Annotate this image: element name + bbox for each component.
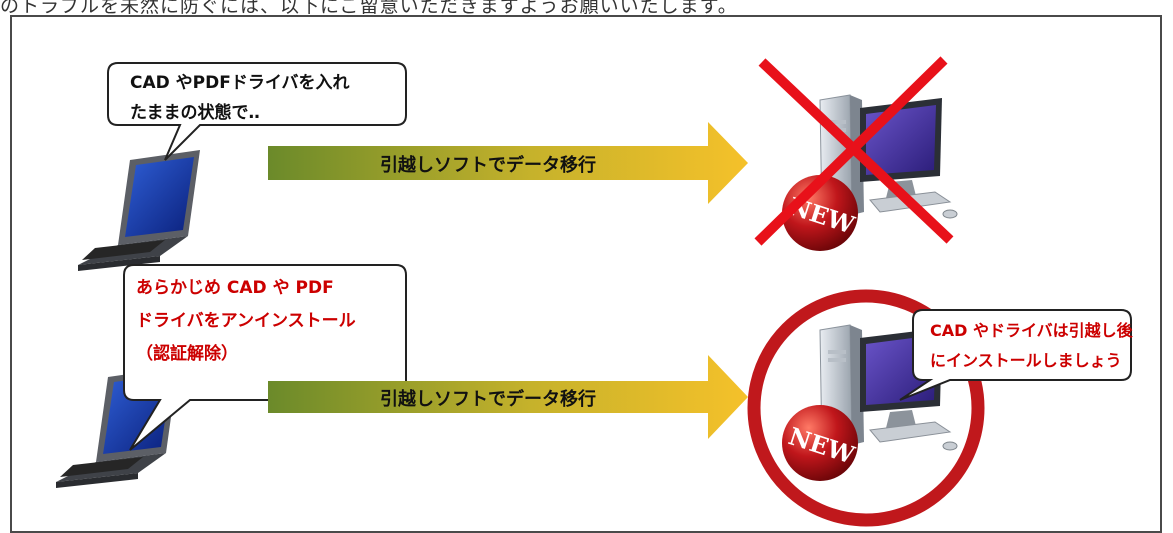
speech-bubble (123, 264, 407, 451)
bubble-line: にインストールしましょう (930, 351, 1122, 370)
laptop-icon (78, 150, 200, 271)
transfer-arrow (268, 355, 748, 439)
bubble-line: たままの状態で‥ (130, 103, 260, 123)
intro-text: のトラブルを未然に防ぐには、以下にご留意いただきますようお願いいたします。 (0, 0, 738, 17)
bubble-line: ドライバをアンインストール (136, 311, 356, 331)
bubble-line: あらかじめ CAD や PDF (136, 278, 334, 298)
bubble-line: CAD やドライバは引越し後 (930, 321, 1133, 340)
ok-circle (747, 289, 985, 527)
speech-bubble (899, 309, 1132, 401)
speech-bubble (107, 62, 407, 161)
arrow-label-1: 引越しソフトでデータ移行 (380, 155, 596, 176)
bubble-text-1: CAD やPDFドライバを入れ たままの状態で‥ (130, 68, 350, 128)
bubble-line: CAD やPDFドライバを入れ (130, 73, 350, 93)
bubble-line: （認証解除） (136, 344, 238, 364)
arrow-label-2: 引越しソフトでデータ移行 (380, 389, 596, 410)
bubble-text-2: あらかじめ CAD や PDF ドライバをアンインストール （認証解除） (136, 272, 356, 371)
cross-icon (754, 56, 954, 246)
bubble-text-3: CAD やドライバは引越し後 にインストールしましょう (930, 316, 1133, 376)
new-badge-ball: NEW (782, 405, 859, 481)
transfer-arrow (268, 122, 748, 204)
